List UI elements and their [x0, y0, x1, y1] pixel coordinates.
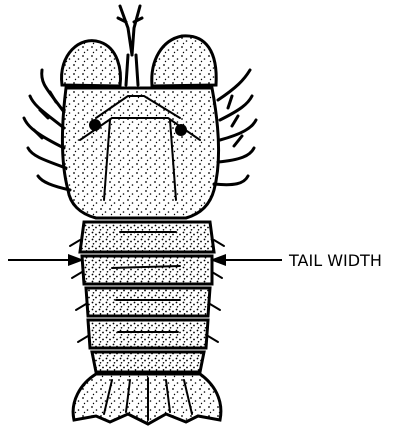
carapace	[63, 88, 219, 218]
slipper-lobster-dorsal-icon	[24, 6, 256, 424]
tail-width-left-arrow	[8, 254, 84, 266]
left-antenna-plate	[62, 41, 121, 86]
tail-segments	[70, 222, 224, 372]
right-eye	[175, 124, 187, 136]
right-legs	[214, 70, 256, 185]
tail-width-label: TAIL WIDTH	[288, 251, 382, 270]
left-eye	[89, 119, 101, 131]
right-antenna-plate	[152, 36, 216, 86]
tail-width-right-arrow	[210, 254, 282, 266]
